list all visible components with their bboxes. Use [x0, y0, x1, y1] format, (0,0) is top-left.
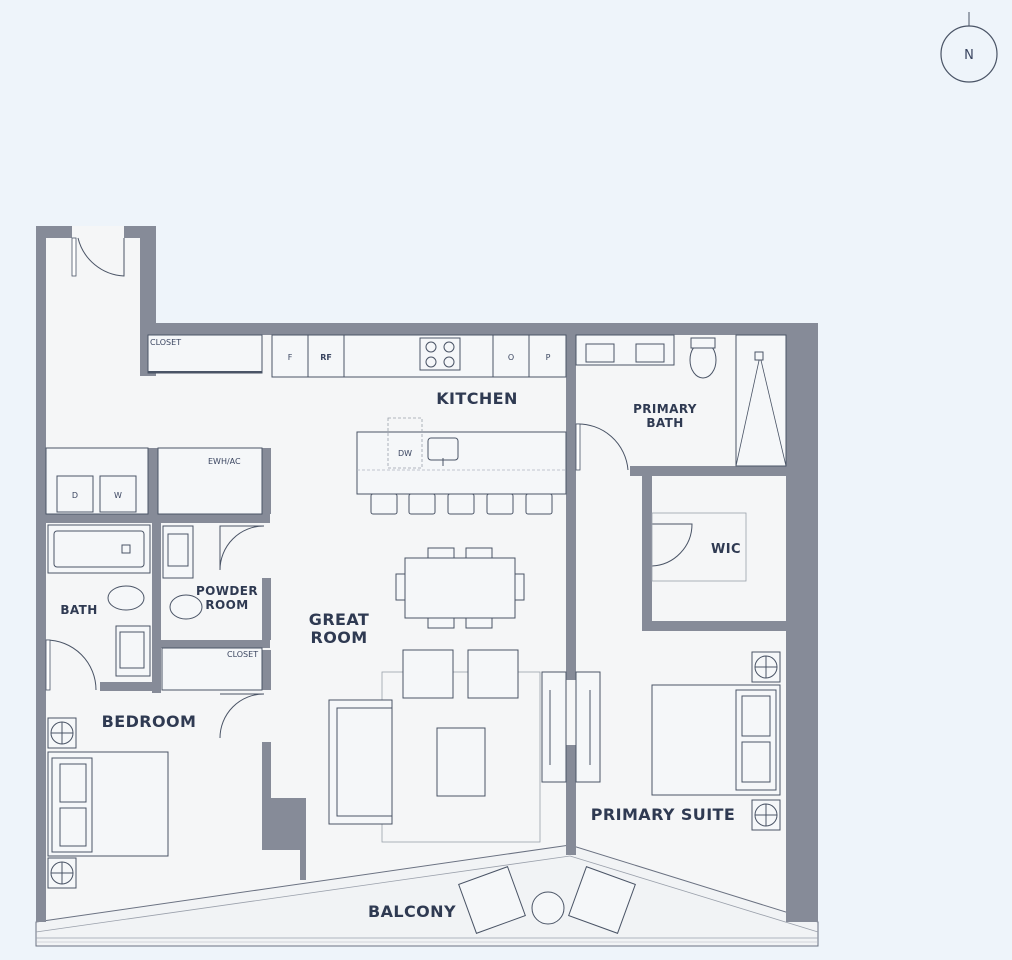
primary-bath-fixtures: [575, 334, 787, 467]
wic-label: WIC: [711, 542, 741, 557]
bath-label: BATH: [60, 603, 97, 617]
great-room-label-1: GREAT: [309, 610, 369, 629]
wic-rug: [651, 512, 747, 582]
balcony-label: BALCONY: [368, 902, 456, 921]
bedroom-label: BEDROOM: [102, 712, 197, 731]
freezer-label: F: [288, 353, 293, 362]
doors: [45, 237, 693, 739]
great-room-label-2: ROOM: [310, 628, 367, 647]
washer-label: W: [114, 491, 122, 500]
kitchen-counter: F RF O P: [271, 334, 567, 378]
bedroom-bed: [47, 717, 169, 889]
closet-hall-label: CLOSET: [227, 650, 258, 659]
entry-closet: CLOSET: [147, 334, 263, 374]
north-compass: N: [940, 12, 998, 83]
dryer-label: D: [72, 491, 78, 500]
oven-label: O: [508, 353, 514, 362]
closet-entry-label: CLOSET: [150, 338, 181, 347]
powder-room-label-2: ROOM: [205, 598, 248, 612]
bath-fixtures: CLOSET: [47, 524, 263, 691]
primary-bed: [651, 651, 781, 831]
laundry: D W EWH/AC: [45, 447, 263, 515]
primary-bath-label-1: PRIMARY: [633, 402, 697, 416]
dishwasher-label: DW: [398, 449, 412, 458]
living-furniture: [328, 649, 601, 843]
ewh-ac-label: EWH/AC: [208, 457, 241, 466]
room-labels: KITCHEN PRIMARY BATH WIC GREAT ROOM POWD…: [60, 389, 741, 921]
walls: [36, 226, 818, 922]
kitchen-label: KITCHEN: [436, 389, 518, 408]
dining-table: [395, 547, 525, 629]
pantry-label: P: [546, 353, 551, 362]
balcony-furniture: [458, 866, 636, 934]
kitchen-island: DW: [356, 417, 567, 515]
bar-stools: [370, 493, 553, 515]
powder-room-label-1: POWDER: [196, 584, 258, 598]
compass-label: N: [964, 48, 974, 63]
primary-suite-label: PRIMARY SUITE: [591, 805, 735, 824]
primary-bath-label-2: BATH: [646, 416, 683, 430]
refrigerator-label: RF: [320, 353, 332, 362]
